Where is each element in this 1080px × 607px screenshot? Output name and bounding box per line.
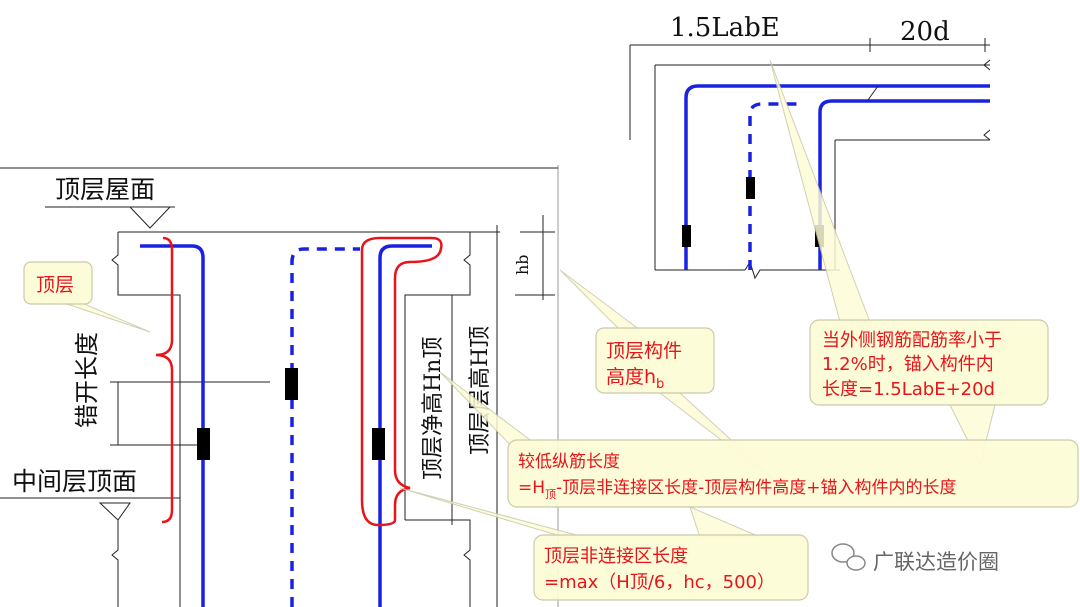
extension-length-label: 20d: [900, 17, 950, 47]
callout-lower-bar-line1: 较低纵筋长度: [518, 452, 620, 472]
callout-nonconn-line2: =max（H顶/6，hc，500）: [544, 572, 775, 593]
callout-ratio-line2: 1.2%时，锚入构件内: [822, 354, 994, 375]
callout-lower-bar-line2: =H顶-顶层非连接区长度-顶层构件高度+锚入构件内的长度: [518, 478, 957, 501]
callout-member-height-line1: 顶层构件: [606, 340, 682, 362]
callout-top-floor: 顶层: [36, 274, 74, 296]
watermark-text: 广联达造价圈: [873, 550, 999, 574]
callout-member-height-line2: 高度hb: [606, 366, 664, 392]
callout-ratio-line3: 长度=1.5LabE+20d: [822, 379, 995, 400]
callout-nonconn-line1: 顶层非连接区长度: [544, 546, 688, 567]
callouts: 顶层 顶层构件 高度hb 当外侧钢筋配筋率小于 1.2%时，锚入构件内 长度=1…: [23, 59, 1079, 601]
anchor-length-label: 1.5LabE: [670, 13, 780, 43]
top-right-detail: 1.5LabE 20d: [629, 13, 991, 280]
roof-label: 顶层屋面: [55, 175, 155, 204]
clear-height-label: 顶层净高Hn顶: [421, 337, 446, 480]
mid-floor-label: 中间层顶面: [12, 467, 137, 496]
left-detail: 顶层屋面 中间层顶面 错开长度 hb 顶层净高Hn顶 顶层层高H顶: [0, 165, 559, 607]
wechat-icon: [831, 543, 855, 563]
stagger-length-label: 错开长度: [73, 332, 101, 428]
watermark: 广联达造价圈: [831, 543, 999, 574]
hb-label: hb: [513, 254, 532, 275]
floor-height-label: 顶层层高H顶: [468, 326, 493, 455]
callout-ratio-line1: 当外侧钢筋配筋率小于: [822, 330, 1002, 351]
